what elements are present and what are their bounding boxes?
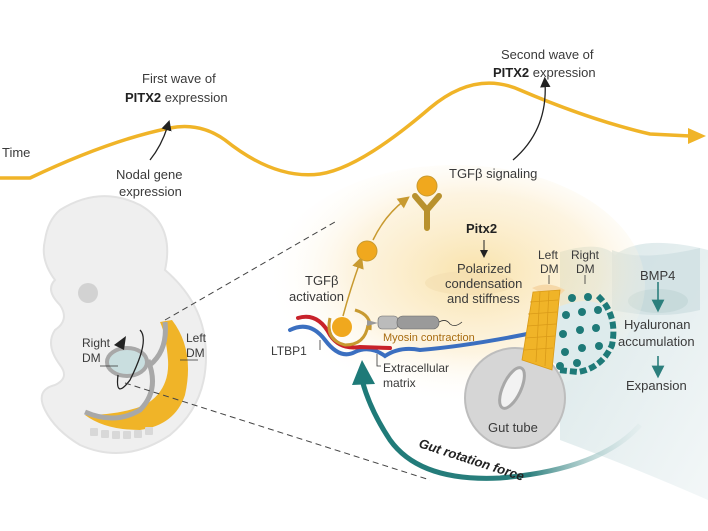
ecm-fiber [288,323,572,359]
tgfb-receptor [412,193,442,231]
first-wave-line1: First wave of [142,71,216,86]
left-dm-detail-line2: DM [540,262,559,276]
receptor-bound-tgfb [416,175,438,197]
ecm-leader [376,354,381,367]
nodal-arrow [149,120,172,161]
tgfb-signaling-label: TGFβ signaling [449,166,537,181]
polarized-line2: condensation [445,276,522,291]
nodal-line1: Nodal gene [116,167,183,182]
first-wave-gene: PITX2 [125,90,161,105]
right-dm-detail-line2: DM [576,262,595,276]
latent-complex-arc [354,308,372,331]
bmp4-label: BMP4 [640,268,675,283]
embryo-somites [90,427,153,439]
timeline-arrowhead [688,128,706,144]
first-wave-rest: expression [161,90,227,105]
pitx2-label: Pitx2 [466,221,497,236]
gut-tube-label: Gut tube [488,420,538,435]
latent-tgfb [332,317,352,337]
zoom-line-bottom [124,382,431,481]
embryo-left-dm-line2: DM [186,346,205,360]
embryo-left-dm [85,320,189,430]
signaling-arc-arrow [372,196,410,241]
polarized-line3: and stiffness [447,291,520,306]
rotation-arrow [116,329,144,390]
ecm-line2: matrix [383,376,416,390]
right-dm-detail-line1: Right [571,248,600,262]
second-wave-rest: expression [529,65,595,80]
embryo-right-dm-line1: Right [82,336,111,350]
embryo-gut-loop [84,321,168,421]
free-tgfb [356,240,378,262]
embryo [40,195,207,454]
rotation-force-arrowhead [352,360,375,385]
second-wave-gene: PITX2 [493,65,529,80]
tgfb-activation-line1: TGFβ [305,273,338,288]
hyaluronan-line1: Hyaluronan [624,317,691,332]
condensation-shadow [425,271,515,295]
myosin-label: Myosin contraction [383,332,475,344]
embryo-left-dm-line1: Left [186,331,207,345]
nodal-line2: expression [119,184,182,199]
timeline-wave [0,81,691,180]
embryo-right-dm [105,346,149,378]
tgfb-activation-line2: activation [289,289,344,304]
zoom-line-top [164,221,336,321]
rotation-force-arrow [359,379,642,481]
myosin-motor [367,315,463,330]
time-label: Time [2,145,30,160]
gut-lumen [498,366,526,410]
right-dm-cells [548,293,617,376]
expansion-label: Expansion [626,378,687,393]
embryo-right-dm-line2: DM [82,351,101,365]
ltbp1-label: LTBP1 [271,344,307,358]
ecm-line1: Extracellular [383,361,449,375]
first-wave-line2: PITX2 expression [125,90,228,105]
left-dm-detail-line1: Left [538,248,559,262]
polarized-line1: Polarized [457,261,511,276]
embryo-eye [78,283,98,303]
rotation-arrowhead [114,336,126,350]
second-wave-line2: PITX2 expression [493,65,596,80]
hyaluronan-line2: accumulation [618,334,695,349]
tgfb-signaling-arrow [512,76,551,161]
left-dm-cells [521,284,565,371]
activation-arrow [342,256,364,317]
latent-complex-ring [327,317,370,347]
second-wave-line1: Second wave of [501,47,594,62]
